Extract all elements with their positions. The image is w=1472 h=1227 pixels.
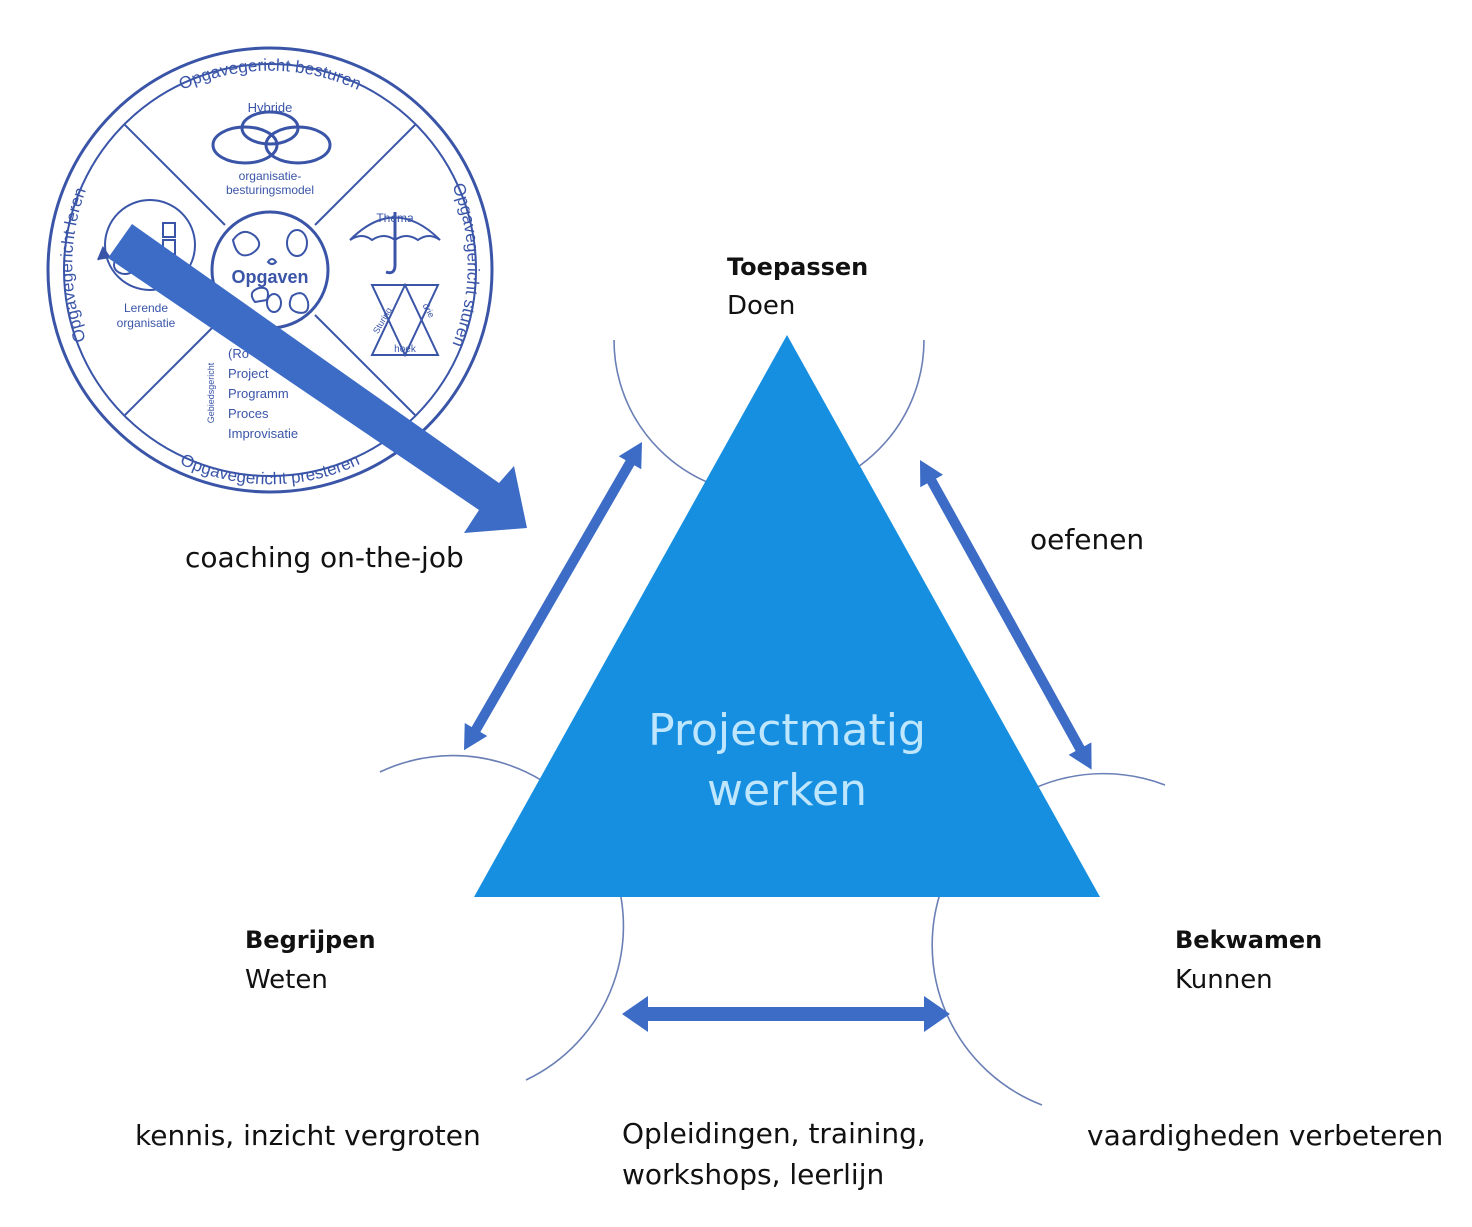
central-triangle xyxy=(474,335,1100,897)
bottom-list-item: Improvisatie xyxy=(228,426,298,441)
gebiedsgericht-label: Gebiedsgericht xyxy=(206,362,216,423)
opleidingen-line2: workshops, leerlijn xyxy=(622,1158,885,1191)
coaching-arrow xyxy=(108,224,527,533)
kennis-label: kennis, inzicht vergroten xyxy=(135,1119,481,1152)
bottom-list-item: Proces xyxy=(228,406,269,421)
wheel-divider xyxy=(314,124,416,226)
opleidingen-line1: Opleidingen, training, xyxy=(622,1117,926,1150)
triangle-title-line1: Projectmatig xyxy=(648,705,926,756)
venn-icon xyxy=(211,110,332,165)
wheel-divider xyxy=(124,124,226,226)
wheel-divider xyxy=(124,314,226,416)
opgaven-label: Opgaven xyxy=(231,267,308,287)
oefenen-label: oefenen xyxy=(1030,523,1145,556)
lerende-label: Lerende xyxy=(124,301,168,315)
triangle-icon xyxy=(370,282,440,358)
double-arrow-right xyxy=(920,460,1092,770)
segment-label-left: Opgavegericht leren xyxy=(57,185,90,345)
organisatie-label: organisatie- xyxy=(239,169,302,183)
task-blobs-icon xyxy=(231,229,310,314)
hoek-label: hoek xyxy=(394,344,417,355)
wheel-divider xyxy=(314,314,416,416)
segment-label-top: Opgavegericht besturen xyxy=(176,56,364,94)
segment-label-right: Opgavegericht sturen xyxy=(448,180,482,349)
umbrella-icon xyxy=(349,212,441,275)
coaching-label: coaching on-the-job xyxy=(185,541,464,574)
approach-wheel: Opgavegericht besturen Opgavegericht stu… xyxy=(46,46,494,494)
besturingsmodel-label: besturingsmodel xyxy=(226,183,314,197)
node-left-title: Begrijpen xyxy=(245,926,376,954)
node-top-sub: Doen xyxy=(727,291,796,321)
organisatie-label-left: organisatie xyxy=(117,316,176,330)
double-arrow-bottom xyxy=(622,996,950,1032)
node-right-sub: Kunnen xyxy=(1175,965,1273,995)
double-arrow-left xyxy=(464,442,642,751)
hybride-label: Hybride xyxy=(248,100,293,115)
node-top-title: Toepassen xyxy=(727,253,869,281)
vaardigheden-label: vaardigheden verbeteren xyxy=(1087,1119,1444,1152)
double-arrows xyxy=(464,442,1092,1032)
triangle-title-line2: werken xyxy=(707,765,867,816)
node-left-sub: Weten xyxy=(245,965,328,995)
bottom-list-item: Programm xyxy=(228,386,289,401)
wheel-inner-ring xyxy=(63,63,477,477)
bottom-list-item: Project xyxy=(228,366,269,381)
wheel-outer-ring xyxy=(46,46,494,494)
node-right-title: Bekwamen xyxy=(1175,926,1323,954)
